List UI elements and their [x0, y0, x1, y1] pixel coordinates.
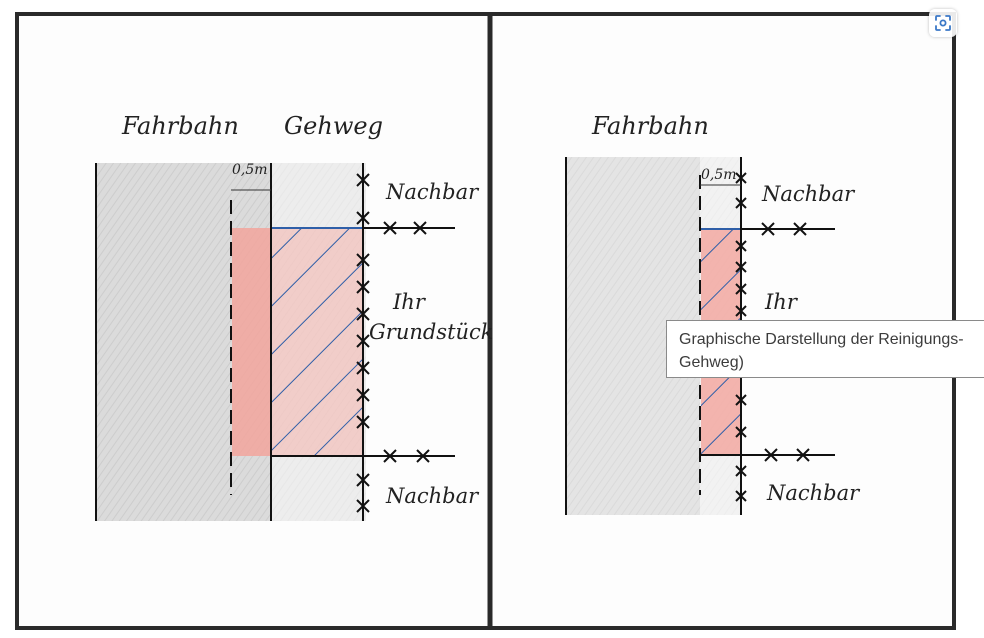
visual-search-button[interactable] [929, 9, 957, 37]
label-neighbor-bottom: Nachbar [767, 481, 860, 505]
label-property-line2: Grundstück [369, 320, 494, 344]
fence-marks [356, 173, 430, 513]
image-search-icon [935, 15, 951, 31]
cleaning-zone-road [232, 228, 272, 456]
left-diagram [95, 163, 455, 521]
tooltip-line2: Gehweg) [679, 354, 744, 371]
label-road: Fahrbahn [592, 112, 709, 140]
label-road: Fahrbahn [122, 112, 239, 140]
hatched-sidewalk [272, 228, 363, 456]
label-neighbor-top: Nachbar [386, 180, 479, 204]
fence-marks [735, 172, 810, 502]
label-neighbor-top: Nachbar [762, 182, 855, 206]
label-width: 0,5m [701, 167, 737, 183]
tooltip-line1: Graphische Darstellung der Reinigungs- [679, 331, 964, 348]
label-sidewalk: Gehweg [284, 112, 383, 140]
label-property-line1: Ihr [393, 290, 425, 314]
label-property-line1: Ihr [765, 290, 797, 314]
image-tooltip: Graphische Darstellung der Reinigungs- G… [666, 320, 984, 378]
label-neighbor-bottom: Nachbar [386, 484, 479, 508]
label-width: 0,5m [232, 162, 268, 178]
